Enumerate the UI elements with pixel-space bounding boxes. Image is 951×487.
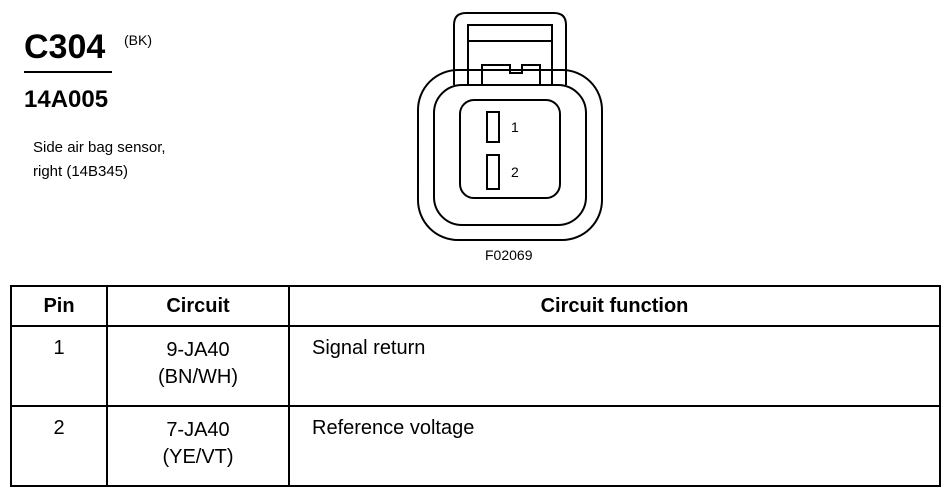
connector-id: C304: [24, 28, 106, 66]
table-header-row: Pin Circuit Circuit function: [10, 285, 941, 327]
wire-color: (YE/VT): [162, 446, 234, 468]
connector-description-line-2: right (14B345): [33, 163, 129, 180]
figure-number: F02069: [485, 247, 533, 263]
connector-pin-housing: [459, 99, 561, 199]
pin-number-cell: 2: [10, 405, 108, 487]
connector-outer-shell: [417, 69, 603, 241]
pin-2-terminal: [486, 154, 500, 190]
connector-inner-shell: [433, 84, 587, 226]
circuit-function-cell: Signal return: [288, 325, 941, 407]
connector-description-line-1: Side air bag sensor,: [33, 139, 166, 156]
pin-2-label: 2: [511, 164, 519, 180]
circuit-column-header: Circuit: [106, 285, 290, 327]
circuit-cell: 7-JA40 (YE/VT): [106, 405, 290, 487]
pin-1-terminal: [486, 111, 500, 143]
pin-table: Pin Circuit Circuit function 1 9-JA40 (B…: [10, 285, 941, 487]
circuit-function-cell: Reference voltage: [288, 405, 941, 487]
connector-latch-outer: [453, 12, 567, 85]
pin-1-label: 1: [511, 119, 519, 135]
pin-number-cell: 1: [10, 325, 108, 407]
table-row: 2 7-JA40 (YE/VT) Reference voltage: [10, 405, 941, 487]
connector-face-drawing: 1 2: [417, 12, 603, 241]
circuit-number: 7-JA40: [166, 419, 230, 441]
circuit-number: 9-JA40: [166, 339, 230, 361]
pin-column-header: Pin: [10, 285, 108, 327]
circuit-function-column-header: Circuit function: [288, 285, 941, 327]
circuit-cell: 9-JA40 (BN/WH): [106, 325, 290, 407]
part-number: 14A005: [24, 86, 109, 113]
connector-id-underline: [24, 71, 112, 73]
connector-latch-tab: [481, 64, 541, 85]
connector-color-code: (BK): [124, 32, 152, 48]
table-row: 1 9-JA40 (BN/WH) Signal return: [10, 325, 941, 407]
connector-latch-inner: [467, 24, 553, 85]
wire-color: (BN/WH): [158, 366, 238, 388]
